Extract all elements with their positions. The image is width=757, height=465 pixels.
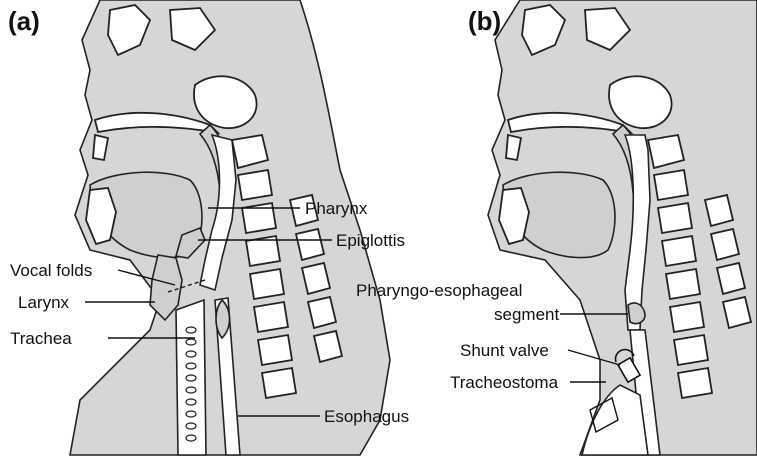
label-shunt-valve: Shunt valve xyxy=(460,341,549,360)
label-pe-segment-line1: Pharyngo-esophageal xyxy=(356,281,522,300)
label-vocal-folds: Vocal folds xyxy=(10,261,92,280)
label-pharynx: Pharynx xyxy=(305,199,368,218)
panel-a: (a) xyxy=(8,0,409,455)
label-tracheostoma: Tracheostoma xyxy=(450,373,559,392)
label-esophagus: Esophagus xyxy=(324,407,409,426)
panel-b-letter: (b) xyxy=(468,6,501,36)
trachea-a xyxy=(176,300,206,455)
label-trachea: Trachea xyxy=(10,329,72,348)
panel-a-letter: (a) xyxy=(8,6,40,36)
label-pe-segment-line2: segment xyxy=(494,305,559,324)
label-larynx: Larynx xyxy=(18,293,70,312)
panel-b: (b) xyxy=(356,0,757,455)
label-epiglottis: Epiglottis xyxy=(336,231,405,250)
